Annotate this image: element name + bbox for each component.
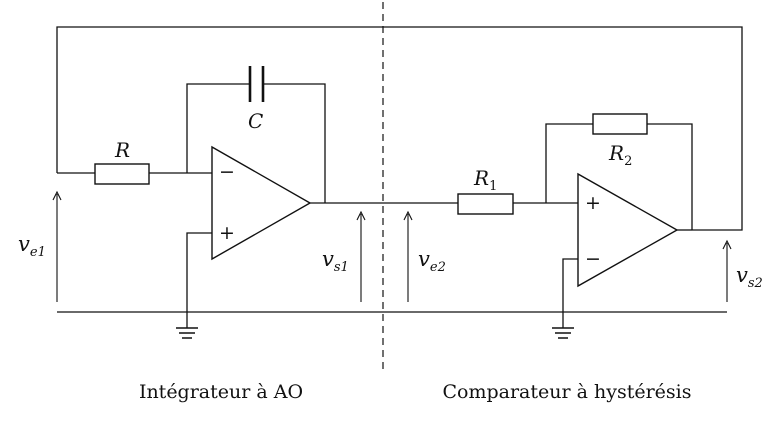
label-c: C bbox=[248, 109, 263, 133]
resistor-r bbox=[94, 163, 150, 185]
ground-symbol-right bbox=[552, 327, 574, 339]
integrator-plus-to-ground-wire bbox=[186, 232, 212, 328]
label-r2: R2 bbox=[608, 141, 632, 169]
label-vs2: vs2 bbox=[736, 263, 763, 291]
r2-left-wire bbox=[545, 123, 593, 203]
arrow-ve1 bbox=[52, 190, 62, 302]
resistor-r2 bbox=[592, 113, 648, 135]
feedback-loop-wire bbox=[56, 26, 743, 231]
capacitor-right-wire bbox=[263, 83, 326, 203]
comparator-plus-sign: + bbox=[585, 192, 601, 214]
label-ve2: ve2 bbox=[418, 247, 446, 275]
label-vs1: vs1 bbox=[322, 247, 349, 275]
integrator-minus-sign: − bbox=[219, 161, 235, 183]
wiring bbox=[56, 26, 743, 328]
r2-right-wire bbox=[647, 123, 693, 230]
label-r: R bbox=[114, 138, 130, 162]
voltage-arrows bbox=[52, 190, 732, 302]
label-ve1: ve1 bbox=[18, 232, 46, 260]
caption-integrator: Intégrateur à AO bbox=[139, 381, 303, 403]
comparator-minus-to-ground-wire bbox=[562, 258, 578, 328]
label-r1: R1 bbox=[473, 166, 497, 194]
arrow-vs1 bbox=[356, 210, 366, 302]
ground-symbol-left bbox=[176, 327, 198, 339]
caption-comparator: Comparateur à hystérésis bbox=[442, 381, 691, 403]
capacitor-c bbox=[248, 66, 265, 102]
arrow-vs2 bbox=[722, 239, 732, 302]
comparator-minus-sign: − bbox=[585, 248, 601, 270]
integrator-plus-sign: + bbox=[219, 222, 235, 244]
arrow-ve2 bbox=[403, 210, 413, 302]
opamp-integrator bbox=[211, 145, 312, 261]
resistor-r1 bbox=[457, 193, 514, 215]
capacitor-left-wire bbox=[186, 83, 250, 173]
opamp-comparator bbox=[577, 172, 679, 288]
